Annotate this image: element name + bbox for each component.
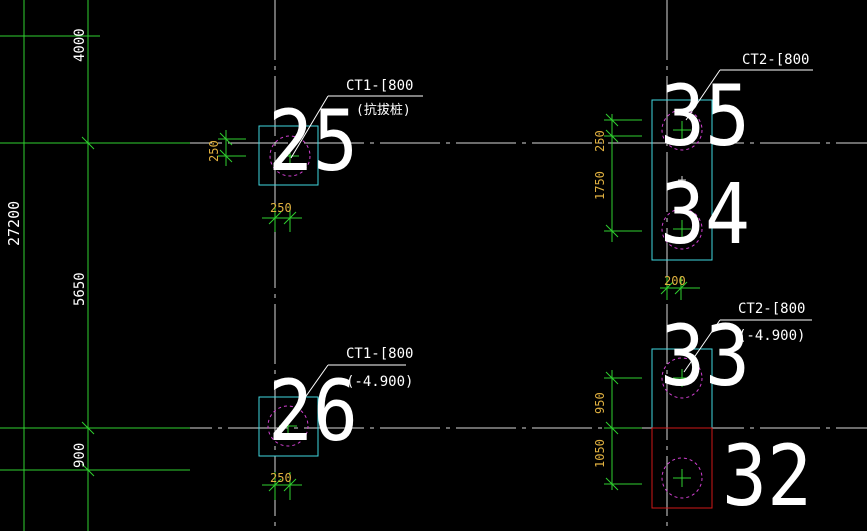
dim-26-horizontal: 250 xyxy=(270,471,292,485)
callout-leader-25 xyxy=(290,95,423,159)
dim-lines-25 xyxy=(218,130,302,232)
dim-bottom: 900 xyxy=(72,443,88,468)
pile-cap-26[interactable] xyxy=(258,396,319,457)
cap-number-34: 34 xyxy=(660,165,750,263)
dim-33-vertical: 950 xyxy=(593,392,607,414)
callout-35-line1: CT2-[800 xyxy=(742,52,809,68)
dim-35-vertical: 250 xyxy=(593,130,607,152)
dim-34-horizontal: 200 xyxy=(664,274,686,288)
cap-number-33: 33 xyxy=(660,307,750,405)
dim-lines-26 xyxy=(262,472,302,500)
dim-top: 4000 xyxy=(72,28,88,62)
callout-25-line1: CT1-[800 xyxy=(346,78,413,94)
dim-25-horizontal: 250 xyxy=(270,201,292,215)
cap-number-25: 25 xyxy=(268,92,358,190)
dim-lines-35-34 xyxy=(604,113,700,300)
cap-number-26: 26 xyxy=(268,362,358,460)
overall-dimension-lines xyxy=(0,0,190,531)
dim-32-vertical: 1050 xyxy=(593,439,607,468)
dim-lines-33-32 xyxy=(604,370,642,491)
callout-leader-33 xyxy=(683,319,812,373)
callout-leader-35 xyxy=(685,69,813,121)
callout-26-line1: CT1-[800 xyxy=(346,346,413,362)
cap-number-32: 32 xyxy=(722,427,812,525)
dim-total: 27200 xyxy=(5,201,23,246)
dim-34-vertical: 1750 xyxy=(593,171,607,200)
pile-cap-32-selected[interactable] xyxy=(651,427,713,509)
callout-33-line2: (-4.900) xyxy=(738,328,805,344)
pile-cap-25[interactable] xyxy=(258,125,319,186)
callout-26-line2: (-4.900) xyxy=(346,374,413,390)
callout-25-line2: (抗拔桩) xyxy=(356,103,411,118)
dim-25-vertical: 250 xyxy=(207,140,221,162)
callout-leader-26 xyxy=(284,364,406,427)
callout-33-line1: CT2-[800 xyxy=(738,301,805,317)
dim-middle: 5650 xyxy=(72,272,88,306)
cap-number-35: 35 xyxy=(660,67,750,165)
pile-cap-35-34[interactable] xyxy=(651,99,713,261)
